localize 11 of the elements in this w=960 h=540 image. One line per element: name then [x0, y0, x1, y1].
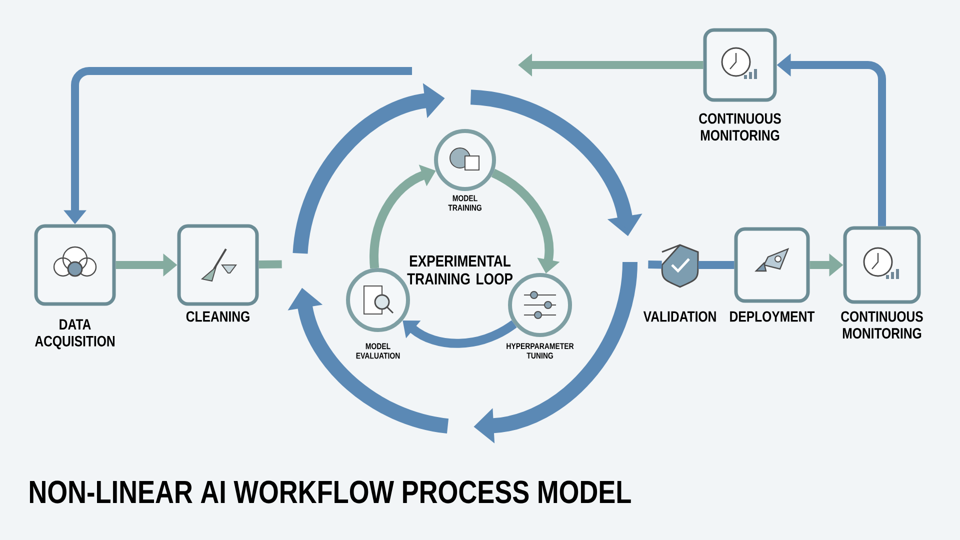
- step-label: VALIDATION: [643, 311, 716, 322]
- loop-title: EXPERIMENTAL TRAINING LOOP: [407, 255, 513, 285]
- step-label: CONTINUOUS MONITORING: [699, 113, 781, 141]
- title: NON-LINEAR AI WORKFLOW PROCESS MODEL: [30, 480, 631, 504]
- step-label: CLEANING: [186, 311, 250, 322]
- step-label: MODEL TRAINING: [448, 195, 482, 211]
- step-label: DEPLOYMENT: [730, 311, 815, 322]
- step-label: MODEL EVALUATION: [356, 343, 400, 359]
- step-label: HYPERPARAMETER TUNING: [506, 343, 574, 359]
- step-label: CONTINUOUS MONITORING: [841, 311, 923, 339]
- step-label: DATA ACQUISITION: [35, 319, 114, 350]
